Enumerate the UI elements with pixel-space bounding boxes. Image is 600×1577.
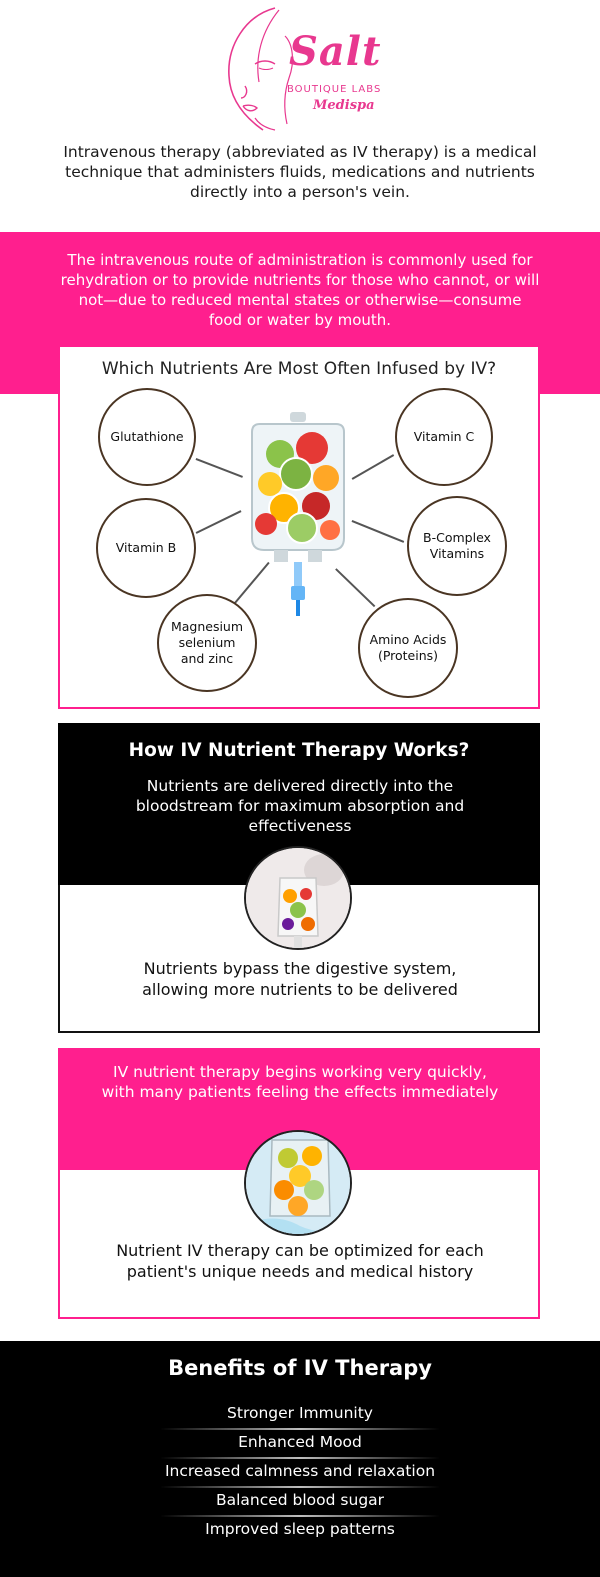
- nutrient-label: Amino Acids (Proteins): [369, 632, 447, 663]
- intro-text: Intravenous therapy (abbreviated as IV t…: [63, 143, 537, 201]
- benefit-item: Increased calmness and relaxation: [164, 1462, 436, 1480]
- nutrient-label: Glutathione: [110, 429, 184, 444]
- nutrient-circle-amino-acids: Amino Acids (Proteins): [358, 598, 458, 698]
- benefit-item: Enhanced Mood: [238, 1433, 362, 1451]
- how-it-works-title: How IV Nutrient Therapy Works?: [128, 740, 470, 761]
- nutrient-label: Magnesium selenium and zinc: [170, 619, 244, 666]
- benefit-item: Stronger Immunity: [227, 1404, 373, 1422]
- iv-drip-bag-icon: [246, 848, 350, 948]
- nutrient-label: Vitamin C: [413, 429, 475, 444]
- brand-tagline: BOUTIQUE LABS: [287, 84, 382, 95]
- benefit-divider: [160, 1515, 440, 1517]
- iv-bag-with-fruit-icon: [251, 412, 345, 616]
- benefit-divider: [160, 1428, 440, 1430]
- how-it-works-detail: Nutrients bypass the digestive system, a…: [142, 959, 458, 999]
- how-it-works-subtitle: Nutrients are delivered directly into th…: [135, 777, 465, 835]
- nutrient-circle-b-complex: B-Complex Vitamins: [407, 496, 507, 596]
- nutrient-circle-magnesium: Magnesium selenium and zinc: [157, 594, 257, 692]
- nutrient-circle-vitamin-c: Vitamin C: [395, 388, 493, 486]
- face-outline-icon: [228, 7, 294, 131]
- benefits-title: Benefits of IV Therapy: [168, 1356, 432, 1380]
- nutrient-label: Vitamin B: [115, 540, 177, 555]
- iv-fruit-bag-icon: [246, 1132, 350, 1234]
- iv-drip-photo: [244, 846, 352, 950]
- benefit-divider: [160, 1457, 440, 1459]
- brand-name: Salt: [289, 28, 382, 75]
- benefits-section: [0, 1341, 600, 1577]
- quick-effect-detail: Nutrient IV therapy can be optimized for…: [116, 1241, 484, 1281]
- nutrients-title: Which Nutrients Are Most Often Infused b…: [101, 359, 497, 379]
- nutrient-circle-vitamin-b: Vitamin B: [96, 498, 196, 598]
- nutrient-circle-glutathione: Glutathione: [98, 388, 196, 486]
- benefit-divider: [160, 1486, 440, 1488]
- quick-effect-subtitle: IV nutrient therapy begins working very …: [101, 1063, 499, 1101]
- iv-fruit-photo: [244, 1130, 352, 1236]
- brand-logo: Salt BOUTIQUE LABS Medispa: [215, 6, 385, 134]
- nutrient-label: B-Complex Vitamins: [423, 530, 491, 561]
- benefit-item: Improved sleep patterns: [205, 1520, 395, 1538]
- benefit-item: Balanced blood sugar: [215, 1491, 385, 1509]
- brand-sub: Medispa: [313, 98, 375, 113]
- route-text: The intravenous route of administration …: [60, 251, 540, 329]
